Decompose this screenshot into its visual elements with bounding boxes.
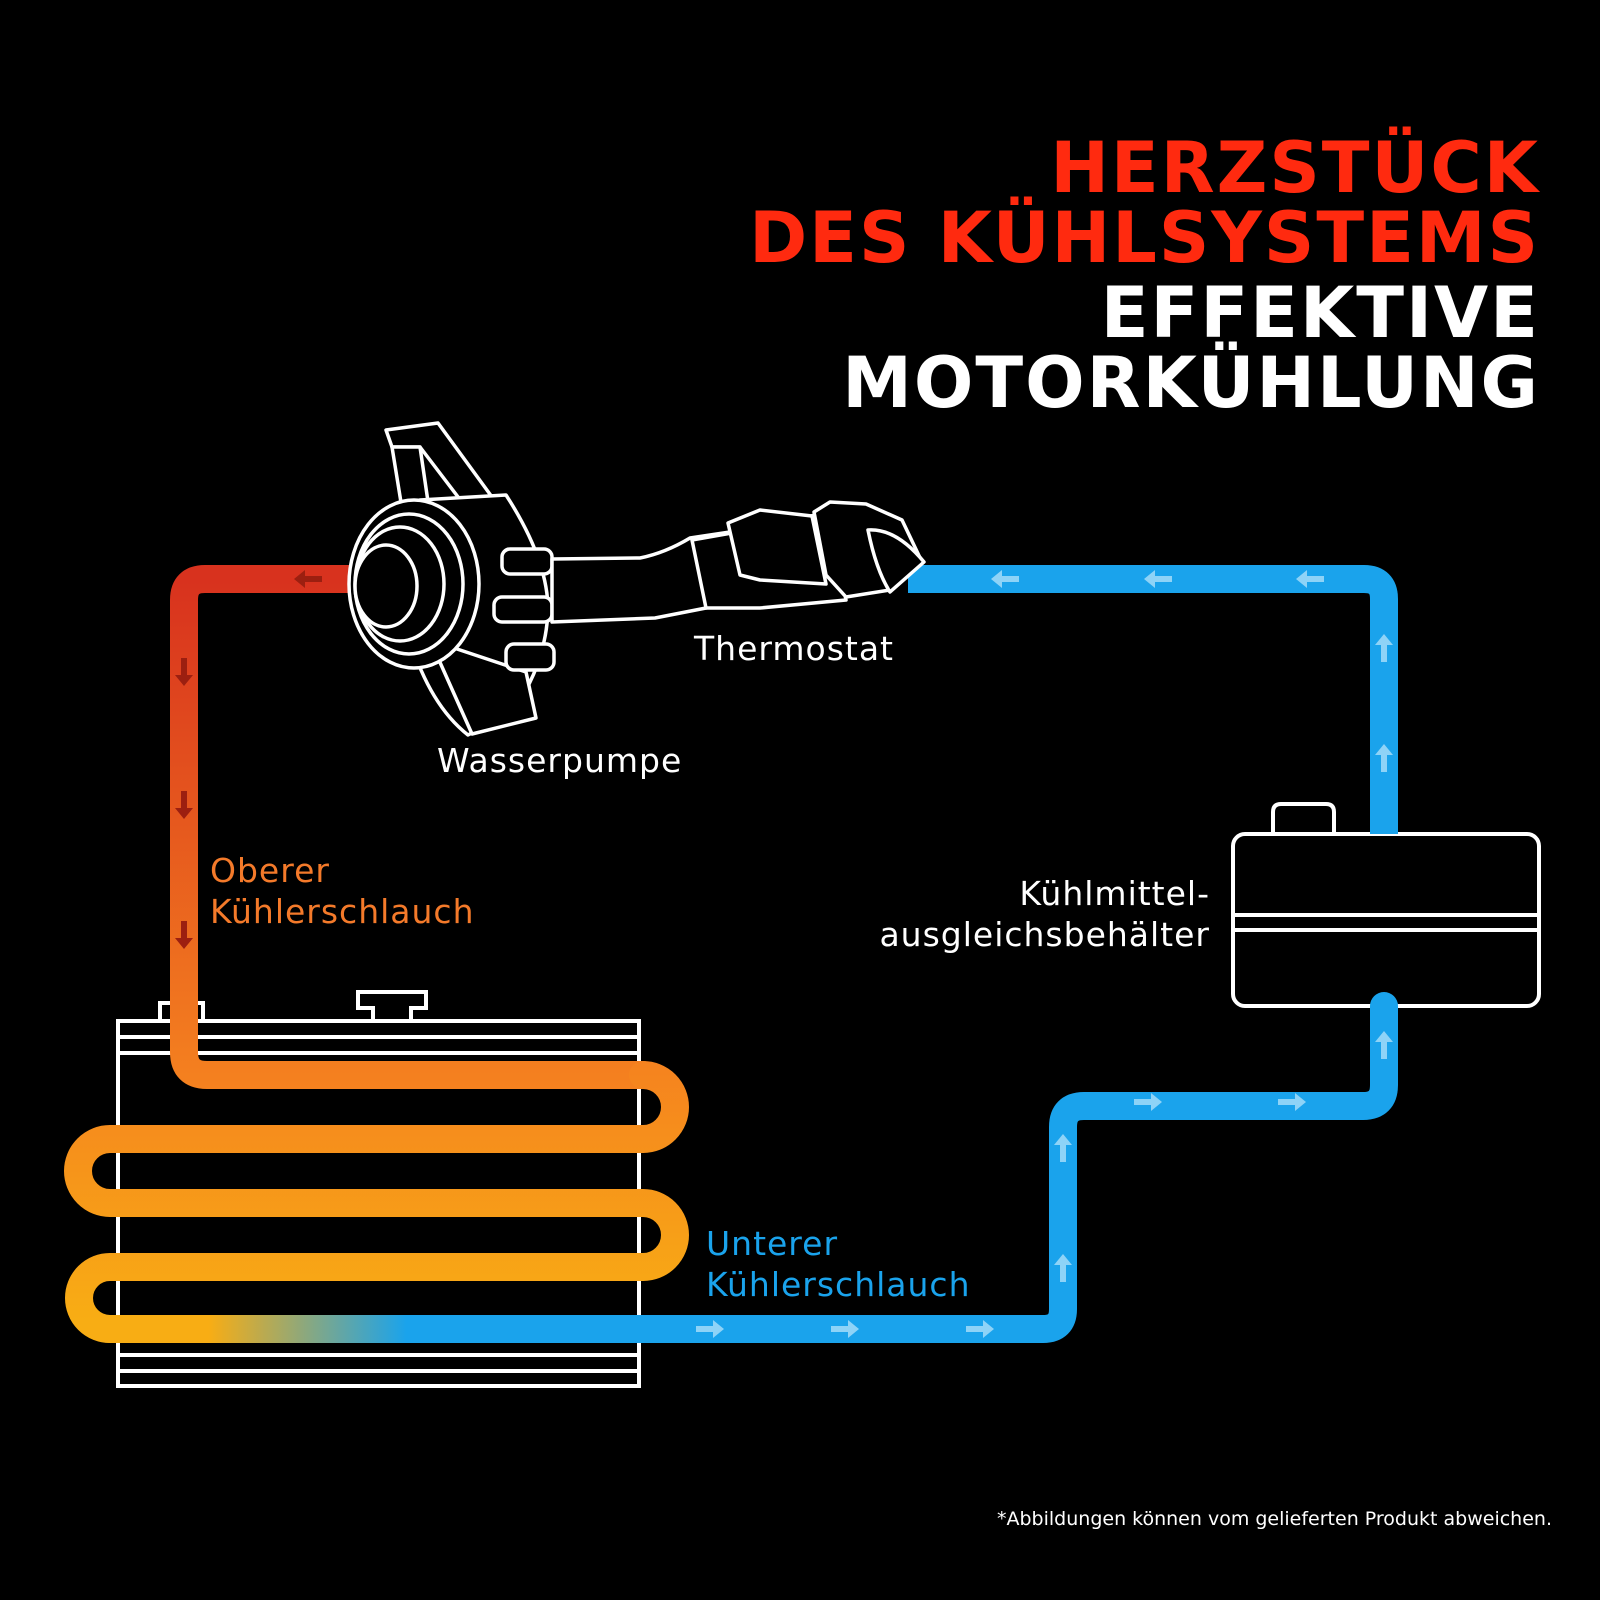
headline-line-3: EFFEKTIVE: [1100, 272, 1540, 354]
upper-radiator-hose: [170, 565, 657, 1089]
pump-bolt-lug: [500, 547, 554, 576]
flow-arrow-icon: [831, 1320, 859, 1338]
thermostat-outlet-nozzle: [866, 528, 926, 594]
lower-hose-label-line-1: Unterer: [706, 1224, 839, 1263]
reservoir-label-line-2: ausgleichsbehälter: [879, 915, 1210, 954]
pump-pulley-hub: [353, 543, 419, 629]
headline-line-2: DES KÜHLSYSTEMS: [749, 197, 1540, 279]
flow-arrow-icon: [1375, 744, 1393, 772]
flow-arrow-icon: [1054, 1134, 1072, 1162]
flow-arrows: [175, 570, 1393, 1338]
flow-arrow-icon: [1144, 570, 1172, 588]
flow-arrow-icon: [1054, 1254, 1072, 1282]
water-pump-label: Wasserpumpe: [437, 741, 683, 780]
water-pump: [347, 421, 742, 737]
flow-arrow-icon: [175, 791, 193, 819]
radiator-coil: [64, 1061, 689, 1343]
flow-arrow-icon: [696, 1320, 724, 1338]
flow-arrow-icon: [1278, 1093, 1306, 1111]
reservoir-to-thermostat-hose: [908, 565, 1398, 834]
flow-arrow-icon: [1375, 634, 1393, 662]
lower-hose-label: Unterer Kühlerschlauch: [706, 1223, 970, 1305]
headline-line-4: MOTORKÜHLUNG: [842, 342, 1540, 424]
radiator-cap: [356, 990, 428, 1021]
pump-base-plate: [428, 638, 538, 736]
thermostat-label: Thermostat: [694, 629, 894, 668]
disclaimer-footnote: *Abbildungen können vom gelieferten Prod…: [997, 1508, 1552, 1530]
flow-arrow-icon: [294, 570, 322, 588]
flow-arrow-icon: [1296, 570, 1324, 588]
upper-hose-label-line-2: Kühlerschlauch: [210, 892, 475, 931]
flow-arrow-icon: [1375, 1031, 1393, 1059]
upper-hose-label-line-1: Oberer: [210, 851, 330, 890]
coolant-hoses: [64, 565, 1398, 1343]
pump-bolt-lug: [504, 642, 556, 672]
lower-radiator-hose: [96, 992, 1398, 1343]
thermostat-clamp: [726, 508, 828, 586]
flow-arrow-icon: [1134, 1093, 1162, 1111]
flow-arrow-icon: [966, 1320, 994, 1338]
reservoir-cap: [1271, 802, 1336, 834]
upper-hose-label: Oberer Kühlerschlauch: [210, 850, 474, 932]
reservoir-label: Kühlmittel- ausgleichsbehälter: [879, 873, 1210, 955]
coolant-reservoir: [1231, 802, 1541, 1008]
thermostat: [690, 500, 926, 610]
pump-bolt-lug: [492, 595, 554, 624]
flow-arrow-icon: [175, 658, 193, 686]
lower-hose-label-line-2: Kühlerschlauch: [706, 1265, 971, 1304]
reservoir-body: [1231, 832, 1541, 1008]
flow-arrow-icon: [991, 570, 1019, 588]
headline-line-1: HERZSTÜCK: [1050, 127, 1540, 209]
reservoir-label-line-1: Kühlmittel-: [1019, 874, 1210, 913]
pump-outlet-pipe: [550, 530, 742, 624]
flow-arrow-icon: [175, 921, 193, 949]
